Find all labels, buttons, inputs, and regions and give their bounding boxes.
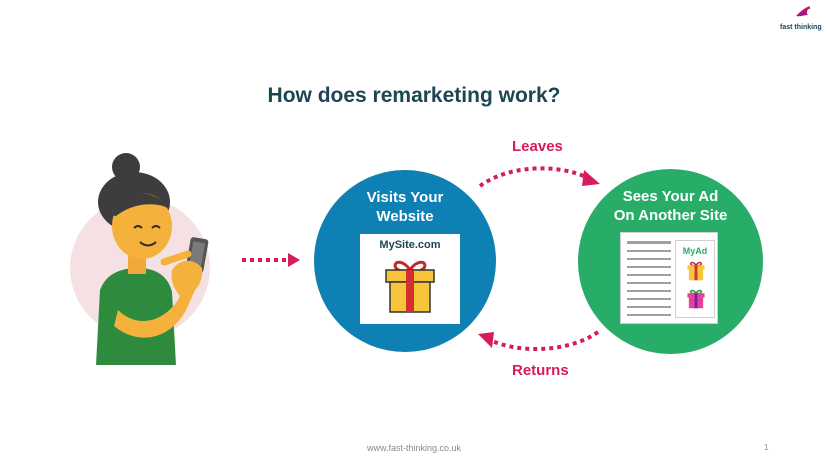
logo-text: fast thinking	[780, 24, 822, 31]
person-illustration	[60, 150, 220, 365]
visit-website-label: Visits Your Website	[314, 188, 496, 226]
gift-box-icon-pink	[687, 289, 705, 309]
sees-label-line1: Sees Your Ad	[622, 188, 719, 205]
ad-box: MyAd	[676, 241, 714, 317]
sees-ad-label: Sees Your Ad On Another Site	[578, 187, 763, 225]
visit-website-node: Visits Your Website MySite.com	[314, 170, 496, 352]
sees-ad-node: Sees Your Ad On Another Site MyAd	[578, 169, 763, 354]
visit-label-line2: Website	[376, 208, 434, 225]
leaves-arrow	[478, 166, 600, 188]
returns-label: Returns	[512, 362, 569, 379]
footer-url: www.fast-thinking.co.uk	[366, 443, 462, 453]
text-lines-icon	[627, 241, 671, 316]
page-number: 1	[764, 443, 769, 452]
leaves-label: Leaves	[512, 138, 563, 155]
other-site-card: MyAd	[621, 233, 717, 323]
website-card: MySite.com	[360, 234, 460, 324]
logo	[782, 4, 822, 34]
arrow-person-to-site	[242, 253, 300, 267]
page-title: How does remarketing work?	[267, 84, 561, 107]
visit-label-line1: Visits Your	[366, 189, 444, 206]
hummingbird-logo-icon	[796, 6, 811, 17]
ad-label: MyAd	[682, 246, 708, 256]
site-name: MySite.com	[379, 239, 441, 251]
returns-arrow	[478, 330, 600, 351]
gift-box-icon	[385, 260, 435, 313]
sees-label-line2: On Another Site	[613, 207, 728, 224]
gift-box-icon	[687, 261, 705, 281]
